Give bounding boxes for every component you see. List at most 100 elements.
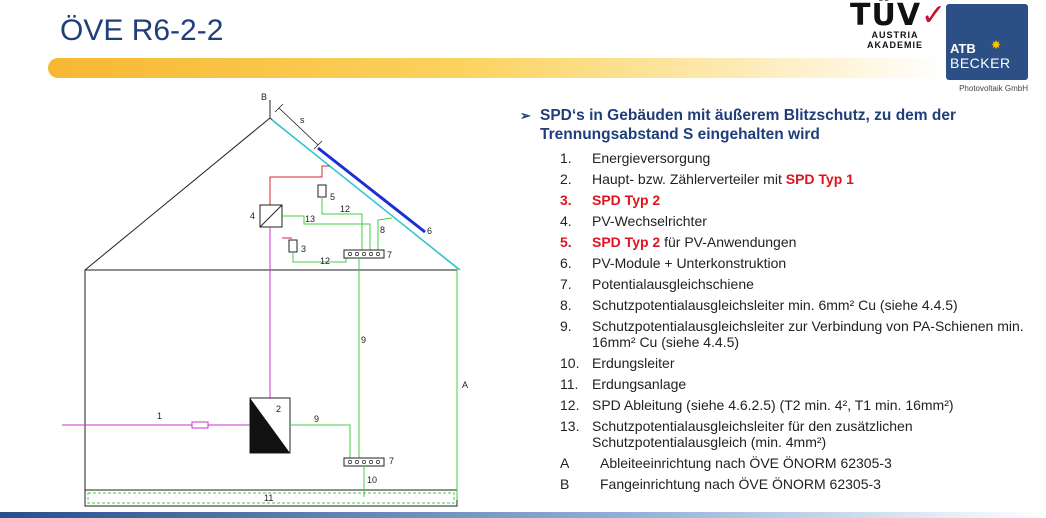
title-accent-bar [48,58,948,78]
item-number: 11. [560,376,579,392]
label-2: 2 [276,404,281,414]
roof-conductor-cyan [271,119,461,271]
page-title: ÖVE R6-2-2 [60,14,224,47]
list-item: A Ableiteeinrichtung nach ÖVE ÖNORM 62305… [520,455,1040,471]
main-distribution-fill [250,398,290,453]
item-text: Potentialausgleichschiene [592,276,754,292]
conductor-13 [282,215,371,250]
conductor-8 [377,217,393,250]
inverter-diagonal [259,204,283,228]
item-text: Ableiteeinrichtung nach ÖVE ÖNORM 62305-… [600,455,892,471]
item-text: Erdungsleiter [592,355,675,371]
list-item: 13. Schutzpotentialausgleichsleiter für d… [520,418,1040,450]
list-item: 3. SPD Typ 2 [520,192,1040,208]
section-heading-text: SPD‘s in Gebäuden mit äußerem Blitzschut… [540,107,956,143]
label-12-upper: 12 [340,204,350,214]
label-a: A [462,380,468,390]
item-number: 4. [560,213,572,229]
item-text: Haupt- bzw. Zählerverteiler mit [592,171,786,187]
label-10: 10 [367,475,377,485]
item-number: 1. [560,150,572,166]
dc-cable-red [269,165,330,205]
tuv-wordmark: TÜV✓ [850,0,948,33]
pv-module [317,146,426,234]
item-number: 3. [560,192,572,208]
separation-tick-2 [313,140,323,150]
atb-sub: BECKER [950,55,1011,71]
spd-3 [288,239,298,253]
item-text: PV-Wechselrichter [592,213,707,229]
roof-outline [84,117,458,271]
legend-list: 1. Energieversorgung 2. Haupt- bzw. Zähler… [520,150,1040,492]
item-highlight: SPD Typ 2 [592,192,661,208]
item-letter: B [560,476,570,492]
list-item: 2. Haupt- bzw. Zählerverteiler mit SPD Ty… [520,171,1040,187]
fuse [191,421,209,429]
house-wall [84,269,458,507]
content-panel: ➢ SPD‘s in Gebäuden mit äußerem Blitzsch… [520,106,1040,497]
label-4: 4 [250,211,255,221]
label-8: 8 [380,225,385,235]
label-5: 5 [330,192,335,202]
sun-icon: ✸ [991,38,1002,52]
list-item: 12. SPD Ableitung (siehe 4.6.2.5) (T2 min… [520,397,1040,413]
list-item: 10. Erdungsleiter [520,355,1040,371]
list-item: 6. PV-Module + Unterkonstruktion [520,255,1040,271]
item-number: 6. [560,255,572,271]
list-item: 1. Energieversorgung [520,150,1040,166]
item-text: Schutzpotentialausgleichsleiter für den … [592,418,913,450]
label-12-lower: 12 [320,256,330,266]
item-number: 9. [560,318,572,334]
item-number: 10. [560,355,580,371]
check-icon: ✓ [921,0,948,33]
item-text: Fangeinrichtung nach ÖVE ÖNORM 62305-3 [600,476,881,492]
label-b: B [261,92,267,102]
list-item: 5. SPD Typ 2 für PV-Anwendungen [520,234,1040,250]
label-13: 13 [305,214,315,224]
label-9-horizontal: 9 [314,414,319,424]
item-text: Schutzpotentialausgleichsleiter min. 6mm… [592,297,958,313]
label-7-lower: 7 [389,456,394,466]
item-text: Schutzpotentialausgleichsleiter zur Verb… [592,318,1024,350]
list-item: B Fangeinrichtung nach ÖVE ÖNORM 62305-3 [520,476,1040,492]
tuv-line-2: AKADEMIE [866,40,923,50]
list-item: 7. Potentialausgleichschiene [520,276,1040,292]
list-item: 9. Schutzpotentialausgleichsleiter zur Ve… [520,318,1040,350]
label-11: 11 [264,493,273,503]
conductor-9-lower [290,424,351,458]
atb-tagline: Photovoltaik GmbH [959,84,1028,93]
tuv-line-1: AUSTRIA [871,30,919,40]
tuv-logo: TÜV✓ AUSTRIA AKADEMIE [850,0,948,62]
item-highlight: SPD Typ 1 [785,171,854,187]
item-highlight: SPD Typ 2 [592,234,661,250]
earth-electrode-11 [87,492,455,504]
item-number: 5. [560,234,572,250]
item-text: SPD Ableitung (siehe 4.6.2.5) (T2 min. 4… [592,397,954,413]
item-number: 13. [560,418,580,434]
label-9-vertical: 9 [361,335,366,345]
item-text: für PV-Anwendungen [660,234,797,250]
item-text: Energieversorgung [592,150,711,166]
item-text: PV-Module + Unterkonstruktion [592,255,787,271]
separation-distance [278,107,319,146]
separation-tick-1 [274,103,284,113]
conductor-12-upper [321,204,363,250]
label-3: 3 [301,244,306,254]
spd-5 [317,184,327,198]
label-7-upper: 7 [387,250,392,260]
label-s: s [300,115,305,125]
lightning-protection-diagram: B s 5 4 12 13 8 6 3 12 7 9 A 1 2 9 7 10 … [62,92,468,507]
label-1: 1 [157,411,162,421]
atb-name: ATB [950,41,976,56]
item-text: Erdungsanlage [592,376,687,392]
bar-holes-lower [348,460,380,464]
section-heading: ➢ SPD‘s in Gebäuden mit äußerem Blitzsch… [520,106,1040,144]
list-item: 8. Schutzpotentialausgleichsleiter min. 6… [520,297,1040,313]
bar-holes-upper [348,252,380,256]
item-letter: A [560,455,570,471]
item-number: 8. [560,297,572,313]
list-item: 11. Erdungsanlage [520,376,1040,392]
item-number: 7. [560,276,572,292]
item-number: 12. [560,397,580,413]
item-number: 2. [560,171,572,187]
